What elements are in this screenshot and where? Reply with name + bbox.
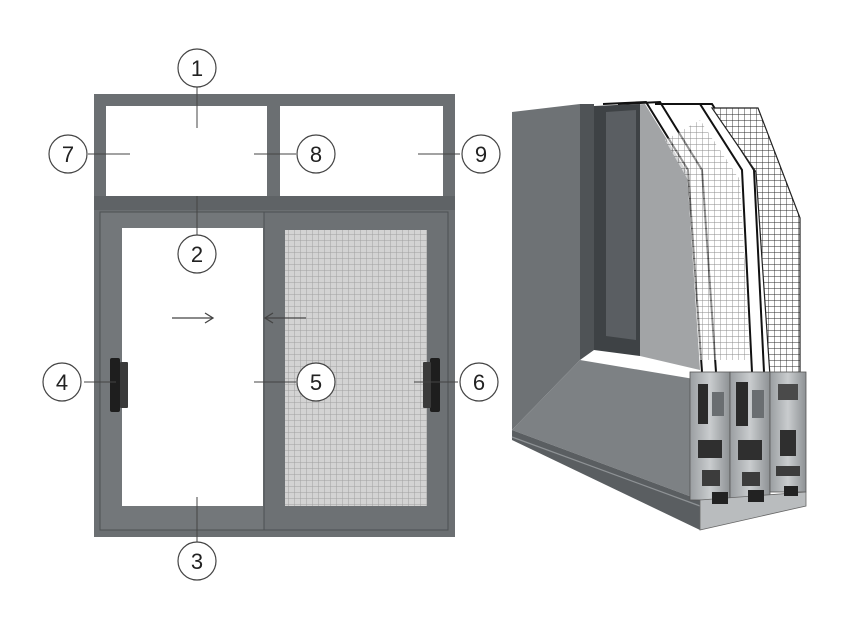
handle-icon bbox=[423, 358, 440, 412]
arrow-left-icon bbox=[263, 312, 306, 324]
frame-side-wall bbox=[512, 104, 580, 430]
transom-rail bbox=[94, 196, 455, 210]
callout-9: 9 bbox=[461, 134, 501, 174]
callout-1: 1 bbox=[177, 48, 217, 88]
callouts: 1 2 3 4 5 6 7 8 bbox=[42, 48, 501, 581]
callout-2: 2 bbox=[177, 234, 217, 274]
svg-text:8: 8 bbox=[310, 142, 322, 167]
left-sash-glass bbox=[122, 228, 263, 506]
sash-profile-1 bbox=[689, 371, 731, 501]
svg-text:1: 1 bbox=[191, 56, 203, 81]
handle-icon bbox=[110, 358, 128, 412]
window-elevation bbox=[94, 94, 455, 537]
svg-text:6: 6 bbox=[473, 370, 485, 395]
svg-text:5: 5 bbox=[310, 370, 322, 395]
frame-inner-face bbox=[580, 104, 594, 360]
callout-3: 3 bbox=[177, 541, 217, 581]
svg-text:2: 2 bbox=[191, 242, 203, 267]
svg-text:7: 7 bbox=[62, 142, 74, 167]
arrow-right-icon bbox=[172, 312, 215, 324]
sash-profile-2 bbox=[729, 371, 771, 501]
callout-4: 4 bbox=[42, 362, 82, 402]
callout-6: 6 bbox=[459, 362, 499, 402]
callout-8: 8 bbox=[296, 134, 336, 174]
profile-cross-section bbox=[511, 100, 807, 531]
callout-7: 7 bbox=[48, 134, 88, 174]
frame-bottom-surface bbox=[512, 360, 700, 500]
transom-pane-left bbox=[106, 106, 267, 196]
callout-5: 5 bbox=[296, 362, 336, 402]
screen-profile bbox=[769, 371, 807, 493]
svg-text:9: 9 bbox=[475, 142, 487, 167]
svg-text:4: 4 bbox=[56, 370, 68, 395]
frame-bottom-front bbox=[512, 430, 700, 530]
svg-text:3: 3 bbox=[191, 549, 203, 574]
callout-leaders bbox=[84, 86, 460, 542]
